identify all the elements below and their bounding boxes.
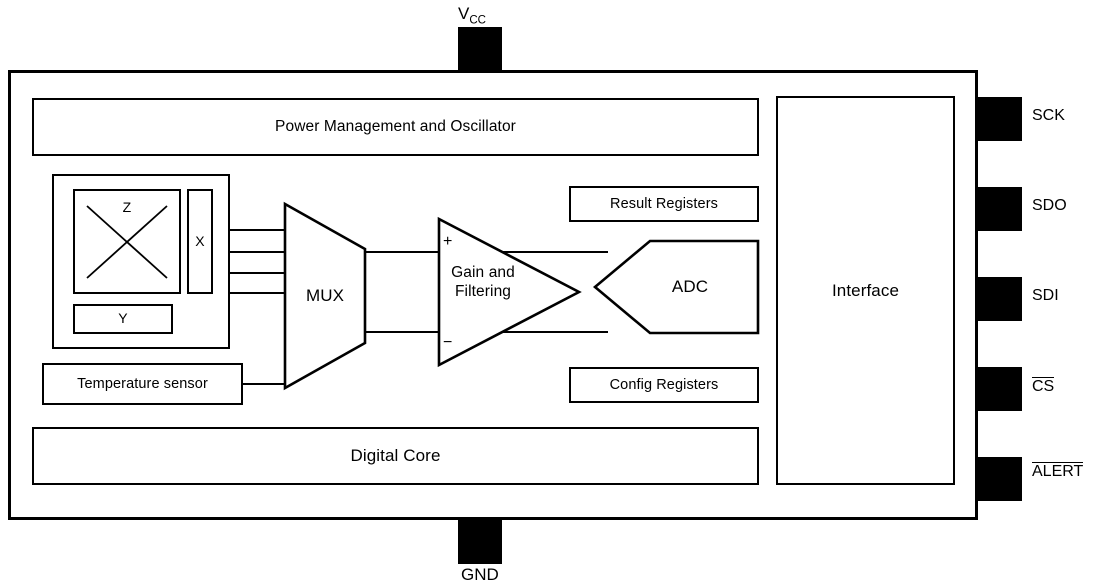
sensor-mux-line-2: [230, 251, 292, 253]
axis-z-cross-icon: [86, 205, 168, 279]
amp-adc-line-bottom: [440, 331, 608, 333]
config-registers-label: Config Registers: [609, 376, 719, 393]
tempsensor-mux-line: [243, 383, 292, 385]
interface-label: Interface: [831, 280, 900, 300]
axis-y-block: Y: [73, 304, 173, 334]
temperature-sensor-block: Temperature sensor: [42, 363, 243, 405]
axis-x-label: X: [195, 232, 205, 249]
adc-label-wrap: ADC: [620, 239, 760, 335]
sck-pin-label: SCK: [1032, 107, 1065, 125]
power-management-label: Power Management and Oscillator: [275, 118, 516, 136]
cs-pin-pad: [978, 367, 1022, 411]
result-registers-block: Result Registers: [569, 186, 759, 222]
digital-core-block: Digital Core: [32, 427, 759, 485]
mux-amp-line-minus: [366, 331, 442, 333]
sensor-mux-line-4: [230, 292, 292, 294]
cs-label-text: CS: [1032, 377, 1055, 395]
amplifier-plus-input: +: [443, 233, 452, 251]
sdo-pin-pad: [978, 187, 1022, 231]
gnd-pin-pad: [458, 518, 502, 564]
vcc-label-sub: CC: [469, 14, 486, 27]
mux-label-wrap: MUX: [282, 201, 368, 391]
mux-amp-line-plus: [366, 251, 442, 253]
amplifier-minus-input: −: [443, 334, 452, 352]
digital-core-label: Digital Core: [350, 446, 441, 466]
power-management-block: Power Management and Oscillator: [32, 98, 759, 156]
temperature-sensor-label: Temperature sensor: [77, 375, 208, 392]
amplifier-label-wrap: Gain and Filtering: [440, 263, 526, 302]
interface-block: Interface: [776, 96, 955, 485]
sdi-pin-pad: [978, 277, 1022, 321]
sdo-pin-label: SDO: [1032, 197, 1067, 215]
cs-pin-label: CS: [1032, 377, 1055, 396]
vcc-label-text: V: [458, 4, 470, 23]
vcc-pin-pad: [458, 27, 502, 73]
sdi-pin-label: SDI: [1032, 287, 1059, 305]
amplifier-block: [437, 216, 582, 368]
config-registers-block: Config Registers: [569, 367, 759, 403]
gnd-label-text: GND: [461, 565, 499, 584]
amplifier-label: Gain and Filtering: [451, 264, 515, 301]
sdi-label-text: SDI: [1032, 287, 1059, 304]
alert-pin-label: ALERT: [1032, 462, 1084, 481]
vcc-pin-label: VCC: [458, 4, 486, 26]
sck-pin-pad: [978, 97, 1022, 141]
mux-label: MUX: [305, 286, 345, 306]
amp-plus-label: +: [443, 233, 453, 250]
result-registers-label: Result Registers: [610, 195, 718, 212]
amp-minus-label: −: [443, 334, 453, 351]
sdo-label-text: SDO: [1032, 197, 1067, 214]
gnd-pin-label: GND: [461, 565, 499, 584]
axis-x-block: X: [187, 189, 213, 294]
adc-label: ADC: [671, 277, 709, 297]
sensor-mux-line-1: [230, 229, 292, 231]
alert-pin-pad: [978, 457, 1022, 501]
sck-label-text: SCK: [1032, 107, 1065, 124]
alert-label-text: ALERT: [1032, 462, 1084, 480]
adc-block: [592, 239, 760, 335]
sensor-mux-line-3: [230, 272, 292, 274]
axis-y-label: Y: [118, 310, 128, 327]
axis-z-label: Z: [122, 199, 132, 215]
mux-block: [283, 201, 367, 391]
amp-adc-line-top: [440, 251, 608, 253]
